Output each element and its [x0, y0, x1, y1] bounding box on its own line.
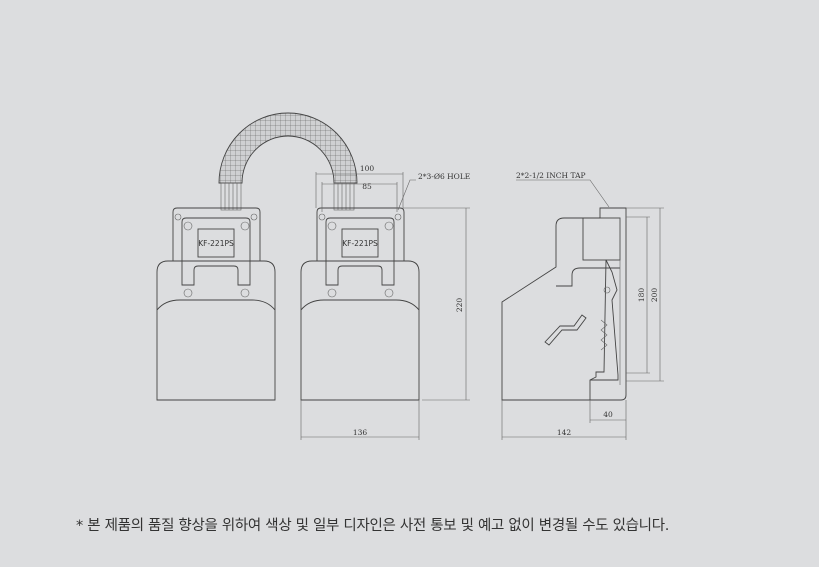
- dim-200: 200: [650, 288, 659, 303]
- hole-callout: 2*3-Ø6 HOLE: [418, 172, 470, 181]
- switch-side-view: [501, 207, 627, 401]
- switch-front-left: KF-221PS: [156, 207, 276, 401]
- front-dimension-lines: [300, 172, 470, 440]
- dim-220: 220: [455, 298, 464, 313]
- model-label-right: KF-221PS: [342, 239, 378, 248]
- footnote: * 본 제품의 품질 향상을 위하여 색상 및 일부 디자인은 사전 통보 및 …: [76, 518, 670, 534]
- side-dimension-lines: [501, 179, 664, 440]
- dim-180: 180: [637, 288, 646, 303]
- dim-40: 40: [603, 410, 613, 419]
- switch-front-right: [300, 207, 420, 401]
- model-label-left: KF-221PS: [198, 239, 234, 248]
- cable: [218, 112, 358, 211]
- dim-142: 142: [557, 428, 572, 437]
- dim-85: 85: [362, 182, 372, 191]
- tap-callout: 2*2-1/2 INCH TAP: [516, 171, 586, 180]
- dim-136: 136: [353, 428, 368, 437]
- dim-100: 100: [360, 164, 375, 173]
